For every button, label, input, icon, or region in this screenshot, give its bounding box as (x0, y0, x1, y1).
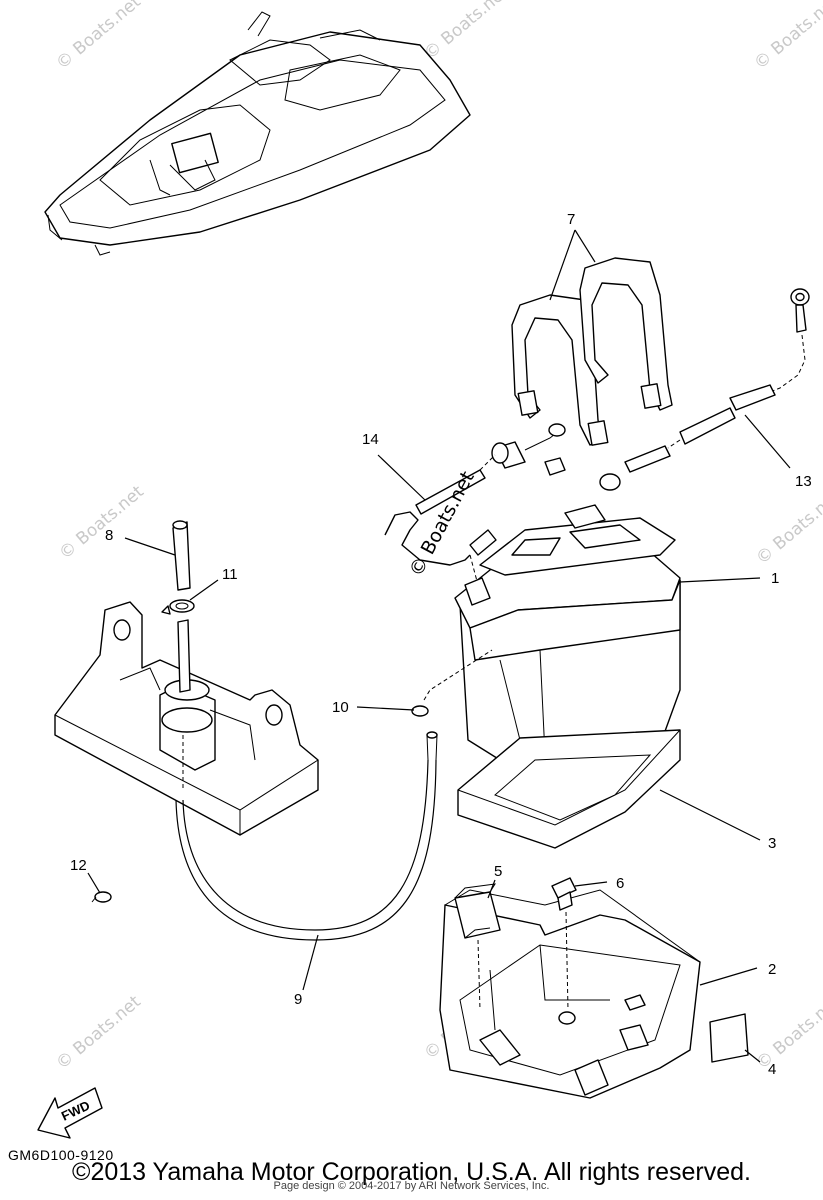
callout-13: 13 (795, 473, 812, 490)
part-negative-cable (384, 423, 566, 601)
callout-9: 9 (294, 991, 302, 1008)
page-credit: Page design © 2004-2017 by ARI Network S… (273, 1180, 550, 1192)
part-hose-clamp (91, 891, 112, 903)
part-bracket (54, 601, 319, 836)
part-seal-pad (709, 1013, 749, 1063)
fwd-arrow: FWD (37, 1087, 103, 1139)
part-battery-band (511, 257, 673, 446)
callout-1: 1 (771, 570, 779, 587)
part-hose-clip (411, 649, 493, 717)
part-battery (454, 504, 681, 761)
callout-3: 3 (768, 835, 776, 852)
leader-lines (87, 229, 791, 1063)
watermark: © Boats.net (55, 482, 148, 564)
callout-11: 11 (222, 566, 238, 583)
callout-8: 8 (105, 527, 113, 544)
part-clamp (161, 599, 195, 615)
watermark: © Boats.net (420, 0, 513, 64)
part-breather-hose (175, 731, 438, 941)
callout-7: 7 (567, 211, 575, 228)
callouts: 1 2 3 4 5 6 7 8 9 10 11 12 13 14 (70, 211, 812, 1078)
callout-14: 14 (362, 431, 379, 448)
callout-10: 10 (332, 699, 349, 716)
callout-6: 6 (616, 875, 624, 892)
callout-2: 2 (768, 961, 776, 978)
watermark: © Boats.net (52, 0, 145, 74)
watermark: © Boats.net (752, 487, 823, 569)
part-bolt (551, 877, 577, 1011)
callout-12: 12 (70, 857, 87, 874)
copyright-notice: ©2013 Yamaha Motor Corporation, U.S.A. A… (72, 1158, 751, 1186)
watermark: © Boats.net (52, 992, 145, 1074)
part-cap (454, 883, 501, 1011)
watermark: © Boats.net (752, 992, 823, 1074)
part-battery-box (439, 889, 701, 1099)
document-code: GM6D100-9120 (8, 1147, 114, 1163)
part-positive-cable (599, 288, 810, 491)
callout-5: 5 (494, 863, 502, 880)
watercraft-overview (44, 11, 471, 256)
callout-4: 4 (768, 1061, 776, 1078)
watermark: © Boats.net (750, 0, 823, 74)
part-vent-pipe (172, 520, 191, 591)
part-battery-pad (457, 729, 681, 849)
